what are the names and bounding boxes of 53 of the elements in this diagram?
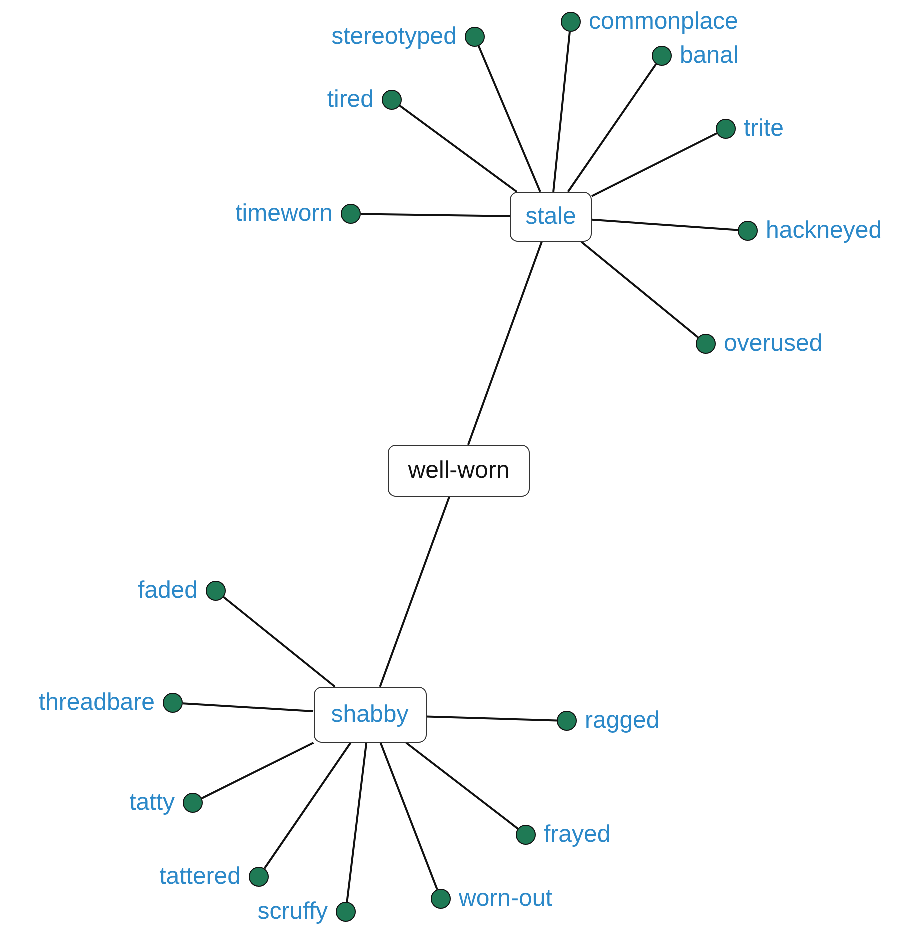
word-label: faded	[138, 577, 198, 605]
connector-line	[182, 702, 314, 713]
central-word-box: well-worn	[388, 445, 530, 497]
node-dot	[738, 221, 758, 241]
node-dot	[382, 90, 402, 110]
word-label: tatty	[130, 789, 175, 817]
connector-line	[406, 742, 519, 830]
connector-line	[592, 218, 738, 232]
node-dot	[163, 693, 183, 713]
word-label: tired	[327, 86, 374, 114]
word-label: stereotyped	[332, 23, 457, 51]
connector-line	[360, 213, 510, 218]
connector-line	[478, 46, 542, 192]
node-dot	[465, 27, 485, 47]
connector-line	[264, 742, 352, 870]
node-dot	[183, 793, 203, 813]
connector-line	[592, 132, 718, 198]
connector-line	[552, 32, 571, 192]
node-dot	[336, 902, 356, 922]
word-label: ragged	[585, 707, 660, 735]
connector-line	[580, 241, 699, 338]
node-dot	[696, 334, 716, 354]
word-label: scruffy	[258, 898, 328, 926]
node-dot	[652, 46, 672, 66]
connector-line	[223, 596, 336, 688]
word-label: trite	[744, 115, 784, 143]
word-box: shabby	[314, 687, 426, 743]
connector-line	[399, 105, 518, 193]
word-label: banal	[680, 42, 739, 70]
connector-line	[567, 64, 658, 193]
word-label: worn-out	[459, 885, 552, 913]
connector-line	[380, 742, 438, 890]
word-box: stale	[510, 192, 592, 242]
node-dot	[206, 581, 226, 601]
connector-line	[379, 496, 450, 688]
node-dot	[341, 204, 361, 224]
word-label: frayed	[544, 821, 611, 849]
node-dot	[561, 12, 581, 32]
word-label: hackneyed	[766, 217, 882, 245]
word-label: overused	[724, 330, 823, 358]
node-dot	[557, 711, 577, 731]
connector-line	[426, 716, 558, 722]
word-label: commonplace	[589, 8, 738, 36]
connector-line	[202, 742, 314, 800]
node-dot	[716, 119, 736, 139]
word-label: threadbare	[38, 689, 155, 717]
word-label: tattered	[160, 863, 241, 891]
connector-line	[467, 242, 543, 446]
node-dot	[516, 825, 536, 845]
node-dot	[249, 867, 269, 887]
connector-line	[346, 742, 368, 902]
word-label: timeworn	[236, 200, 333, 228]
node-dot	[431, 889, 451, 909]
